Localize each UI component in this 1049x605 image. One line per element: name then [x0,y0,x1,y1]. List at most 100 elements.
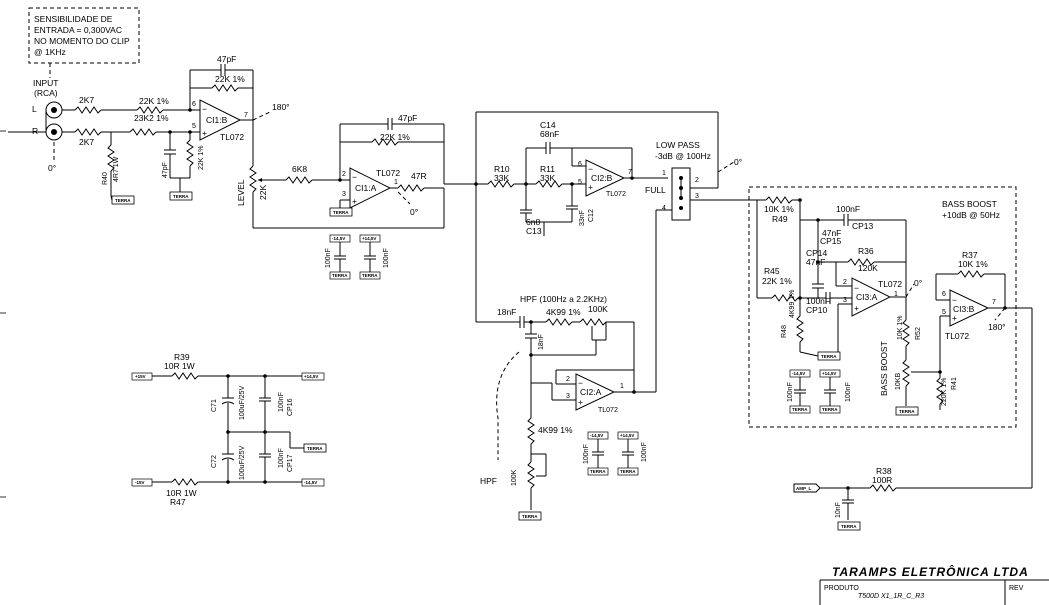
svg-text:LOW PASS: LOW PASS [656,140,700,150]
note-line-2: ENTRADA = 0,300VAC [34,25,122,35]
svg-text:+: + [588,182,593,192]
svg-text:2K7: 2K7 [79,137,94,147]
decoupling-1: -14,5V +14,5V TERRA TERRA [329,234,381,280]
input-right-label: R [32,126,38,136]
hpf-r-bottom [527,417,535,445]
svg-text:100nF: 100nF [787,382,794,402]
svg-text:100nF: 100nF [325,248,332,268]
svg-text:C13: C13 [526,226,542,236]
svg-text:TL072: TL072 [376,168,400,178]
svg-text:2: 2 [695,177,699,184]
hpf-pot [579,318,607,326]
svg-text:+: + [952,313,957,323]
svg-text:CP16: CP16 [287,398,294,416]
svg-text:R38: R38 [876,466,892,476]
decoupling-2: -14,5V +14,5V TERRA TERRA [587,431,639,476]
svg-text:0°: 0° [410,207,418,217]
company-name: TARAMPS ELETRÔNICA LTDA [832,564,1029,579]
decoupling-bass: -14,5V +14,5V TERRA TERRA [789,369,841,414]
svg-text:33K: 33K [494,173,509,183]
svg-text:CI2:A: CI2:A [580,387,602,397]
svg-text:100nF: 100nF [641,442,648,462]
svg-text:10R 1W: 10R 1W [166,488,197,498]
svg-text:68nF: 68nF [540,129,559,139]
input-title: INPUT [33,78,59,88]
opamp-ci3b: − + [949,289,990,327]
title-block [819,579,1049,605]
svg-text:R37: R37 [962,250,978,260]
svg-text:10K 1%: 10K 1% [897,315,904,340]
svg-text:10K 1%: 10K 1% [764,204,794,214]
svg-text:TERRA: TERRA [821,354,837,359]
svg-text:100uF/25V: 100uF/25V [239,445,246,480]
svg-text:C14: C14 [540,120,556,130]
svg-text:R41: R41 [951,377,958,390]
r48 [796,315,804,343]
r49 [765,196,793,204]
ground-supply: TERRA [303,443,327,453]
supply-pos-out: +14,5V [301,372,325,381]
svg-text:100nF: 100nF [806,296,830,306]
svg-text:180°: 180° [988,322,1006,332]
r-in-right [74,128,102,136]
svg-text:TERRA: TERRA [332,273,348,278]
hpf-r1 [545,318,573,326]
svg-text:10KB: 10KB [895,373,902,390]
svg-text:100uF/25V: 100uF/25V [239,385,246,420]
svg-text:100nF: 100nF [278,448,285,468]
level-pot [249,165,257,193]
svg-text:CP17: CP17 [287,454,294,472]
svg-text:6: 6 [942,291,946,298]
svg-text:47pF: 47pF [217,54,236,64]
svg-text:LEVEL: LEVEL [236,179,246,206]
svg-text:100nF: 100nF [583,444,590,464]
svg-text:3: 3 [843,297,847,304]
svg-text:220K 1%: 220K 1% [941,378,948,406]
svg-text:22K 1%: 22K 1% [139,96,169,106]
svg-text:4K99 1%: 4K99 1% [538,425,573,435]
r-47r [397,184,425,192]
svg-text:R52: R52 [915,327,922,340]
r-in-left [74,106,102,114]
svg-text:−: − [854,283,859,293]
svg-text:+14,5V: +14,5V [362,236,376,241]
svg-text:2: 2 [566,376,570,383]
svg-text:BASS BOOST: BASS BOOST [879,341,889,396]
svg-text:4K99 1%: 4K99 1% [789,290,796,318]
svg-text:5: 5 [942,309,946,316]
svg-text:1: 1 [620,383,624,390]
svg-text:CI3:A: CI3:A [856,292,878,302]
svg-text:−: − [578,378,583,388]
svg-text:+14,5V: +14,5V [304,374,318,379]
opamp-ci1a: − + [349,167,392,209]
svg-text:18nF: 18nF [538,334,545,350]
svg-text:TERRA: TERRA [899,409,915,414]
svg-text:5: 5 [192,123,196,130]
svg-text:22K: 22K [258,185,268,200]
hpf-pot-label: HPF [480,476,497,486]
hpf-pot2 [527,461,535,489]
svg-text:7: 7 [992,299,996,306]
svg-text:+15V: +15V [135,374,146,379]
svg-text:TL072: TL072 [606,191,626,198]
svg-text:18nF: 18nF [497,307,516,317]
svg-text:2: 2 [342,171,346,178]
svg-text:3: 3 [695,193,699,200]
svg-text:-3dB @ 100Hz: -3dB @ 100Hz [655,151,711,161]
svg-text:+14,5V: +14,5V [822,371,836,376]
r39 [171,372,199,380]
svg-text:TL072: TL072 [878,279,902,289]
svg-text:0°: 0° [914,278,922,288]
rca-jack-left [45,101,63,119]
svg-text:R11: R11 [540,164,555,174]
note-line-1: SENSIBILIDADE DE [34,14,113,24]
input-phase: 0° [48,163,56,173]
amp-l-tag: AMP_L [793,483,821,493]
svg-text:2: 2 [843,279,847,286]
svg-text:-15V: -15V [135,480,145,485]
svg-text:−: − [952,295,957,305]
svg-text:CP15: CP15 [820,236,842,246]
opamp-ci3a: − + [851,277,892,317]
ground-r48: TERRA [817,351,841,361]
